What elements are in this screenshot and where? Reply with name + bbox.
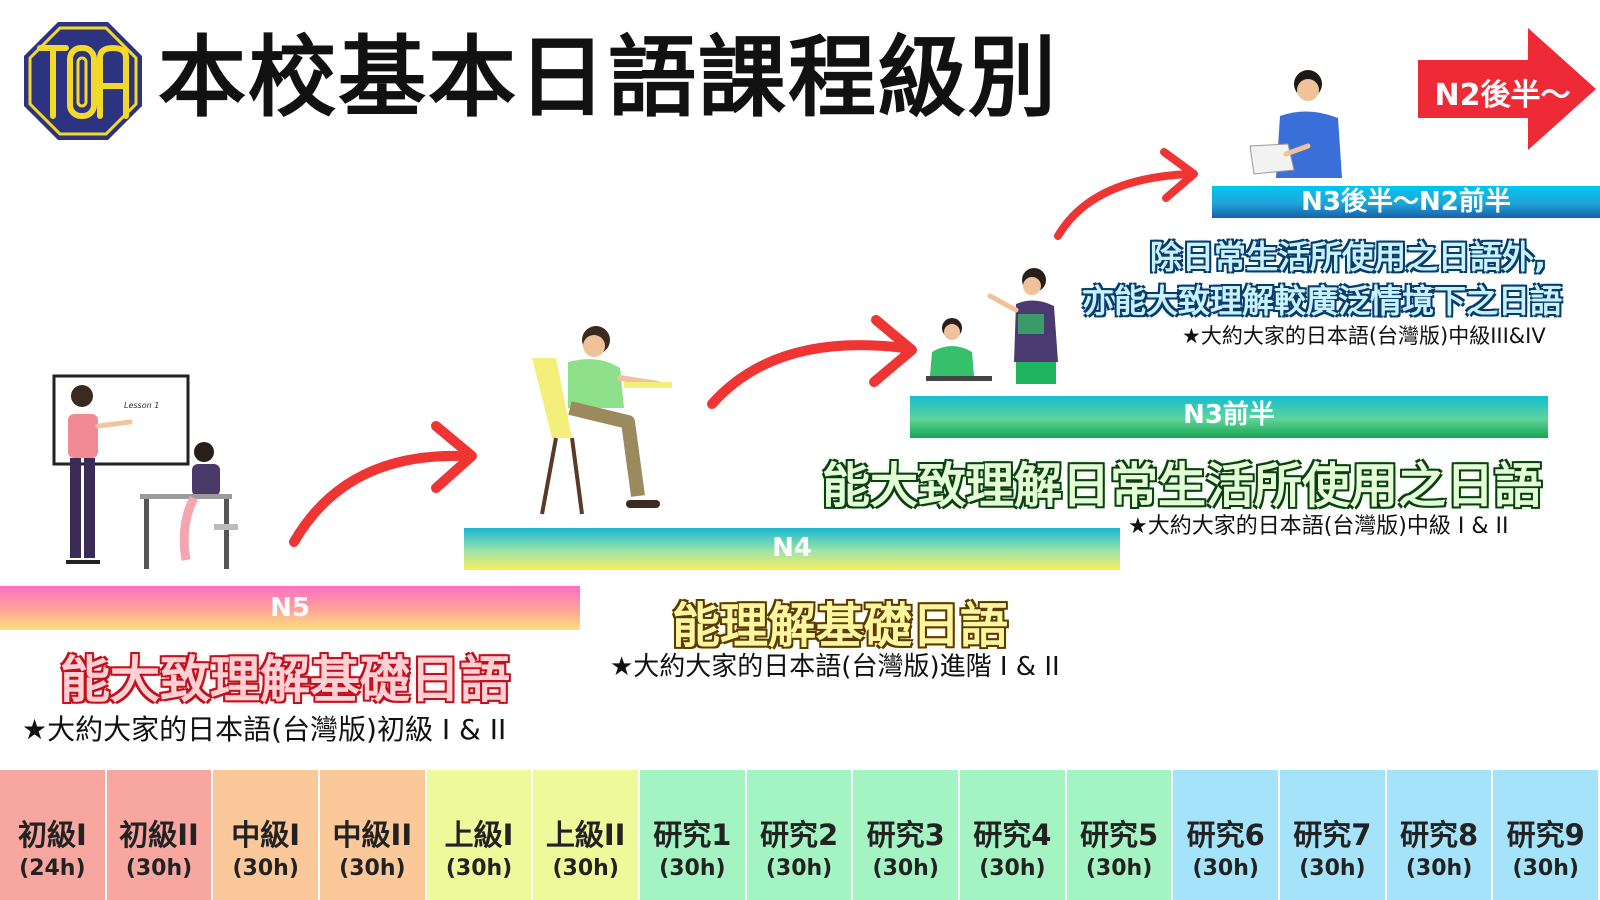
progress-arrow-icon xyxy=(289,421,477,547)
stage-bar-n5: N5 xyxy=(0,586,580,630)
level-cell: 初級I (24h) xyxy=(0,770,107,900)
level-name: 初級II xyxy=(119,818,199,852)
page-title: 本校基本日語課程級別 xyxy=(158,26,1059,129)
level-name: 中級II xyxy=(332,818,413,852)
level-cell: 研究6 (30h) xyxy=(1173,770,1281,900)
level-hours: (24h) xyxy=(19,856,86,881)
level-name: 研究5 xyxy=(1079,818,1159,852)
stage-textbook-n5: ★大約大家的日本語(台灣版)初級 I & II xyxy=(22,713,507,746)
level-hours: (30h) xyxy=(872,856,939,881)
stage-bar-n3-first-half: N3前半 xyxy=(910,396,1548,438)
stage-goal-n3-second-half-line2: 亦能大致理解較廣泛情境下之日語 xyxy=(1082,282,1563,320)
level-name: 上級I xyxy=(444,818,514,852)
stage-textbook-n3-first-half: ★大約大家的日本語(台灣版)中級 I & II xyxy=(1128,514,1509,539)
school-logo xyxy=(24,22,142,140)
teacher-student-illustration xyxy=(926,268,1058,384)
level-hours: (30h) xyxy=(1405,856,1473,881)
level-cell: 上級II (30h) xyxy=(533,770,641,900)
board-text: Lesson 1 xyxy=(124,401,159,410)
level-name: 初級I xyxy=(17,818,87,852)
stage-goal-n5: 能大致理解基礎日語 xyxy=(60,651,510,709)
level-cell: 研究1 (30h) xyxy=(640,770,747,900)
level-hours: (30h) xyxy=(765,856,833,881)
level-hours: (30h) xyxy=(979,856,1046,881)
level-name: 中級I xyxy=(231,818,301,852)
stage-textbook-n3-second-half: ★大約大家的日本語(台灣版)中級III&IV xyxy=(1182,324,1546,348)
stage-goal-n4: 能理解基礎日語 xyxy=(672,598,1009,654)
level-cell: 初級II (30h) xyxy=(106,770,214,900)
level-name: 研究6 xyxy=(1186,818,1265,852)
level-cell: 研究8 (30h) xyxy=(1386,770,1494,900)
course-level-strip: 初級I (24h) 初級II (30h) 中級I (30h) 中級II (30h) 上級I (30… xyxy=(0,770,1600,900)
level-name: 研究9 xyxy=(1506,818,1585,852)
level-hours: (30h) xyxy=(1085,856,1153,881)
level-name: 研究3 xyxy=(866,818,945,852)
next-stage-arrow-icon xyxy=(1418,28,1596,150)
level-name: 研究7 xyxy=(1293,818,1372,852)
level-hours: (30h) xyxy=(339,856,406,881)
level-cell: 研究3 (30h) xyxy=(853,770,961,900)
studying-person-illustration xyxy=(1249,70,1342,178)
level-hours: (30h) xyxy=(445,856,513,881)
next-stage-label: N2後半～ xyxy=(1434,78,1571,113)
level-cell: 研究7 (30h) xyxy=(1280,770,1387,900)
level-name: 研究1 xyxy=(653,818,732,852)
stage-bar-n4: N4 xyxy=(464,528,1120,570)
level-cell: 研究4 (30h) xyxy=(960,770,1067,900)
student-desk-illustration xyxy=(532,326,672,515)
level-cell: 中級II (30h) xyxy=(320,770,427,900)
level-cell: 研究9 (30h) xyxy=(1493,770,1600,900)
level-name: 研究2 xyxy=(759,818,839,852)
level-hours: (30h) xyxy=(659,856,726,881)
classroom-illustration: Lesson 1 xyxy=(52,374,238,569)
stage-textbook-n4: ★大約大家的日本語(台灣版)進階 I & II xyxy=(610,652,1060,682)
level-hours: (30h) xyxy=(232,856,299,881)
level-cell: 中級I (30h) xyxy=(213,770,321,900)
stage-bar-n3-second-half-n2: N3後半～N2前半 xyxy=(1212,186,1600,218)
level-name: 研究4 xyxy=(973,818,1052,852)
level-cell: 研究5 (30h) xyxy=(1066,770,1174,900)
stage-goal-n3-first-half: 能大致理解日常生活所使用之日語 xyxy=(822,458,1543,514)
level-hours: (30h) xyxy=(125,856,193,881)
stage-goal-n3-second-half-line1: 除日常生活所使用之日語外, xyxy=(1150,238,1547,276)
level-cell: 上級I (30h) xyxy=(426,770,534,900)
level-cell: 研究2 (30h) xyxy=(746,770,854,900)
level-hours: (30h) xyxy=(1512,856,1579,881)
progress-arrow-icon xyxy=(1054,148,1198,240)
level-hours: (30h) xyxy=(552,856,619,881)
level-name: 研究8 xyxy=(1399,818,1479,852)
progress-arrow-icon xyxy=(707,315,917,409)
level-name: 上級II xyxy=(545,818,626,852)
level-hours: (30h) xyxy=(1192,856,1259,881)
level-hours: (30h) xyxy=(1299,856,1366,881)
